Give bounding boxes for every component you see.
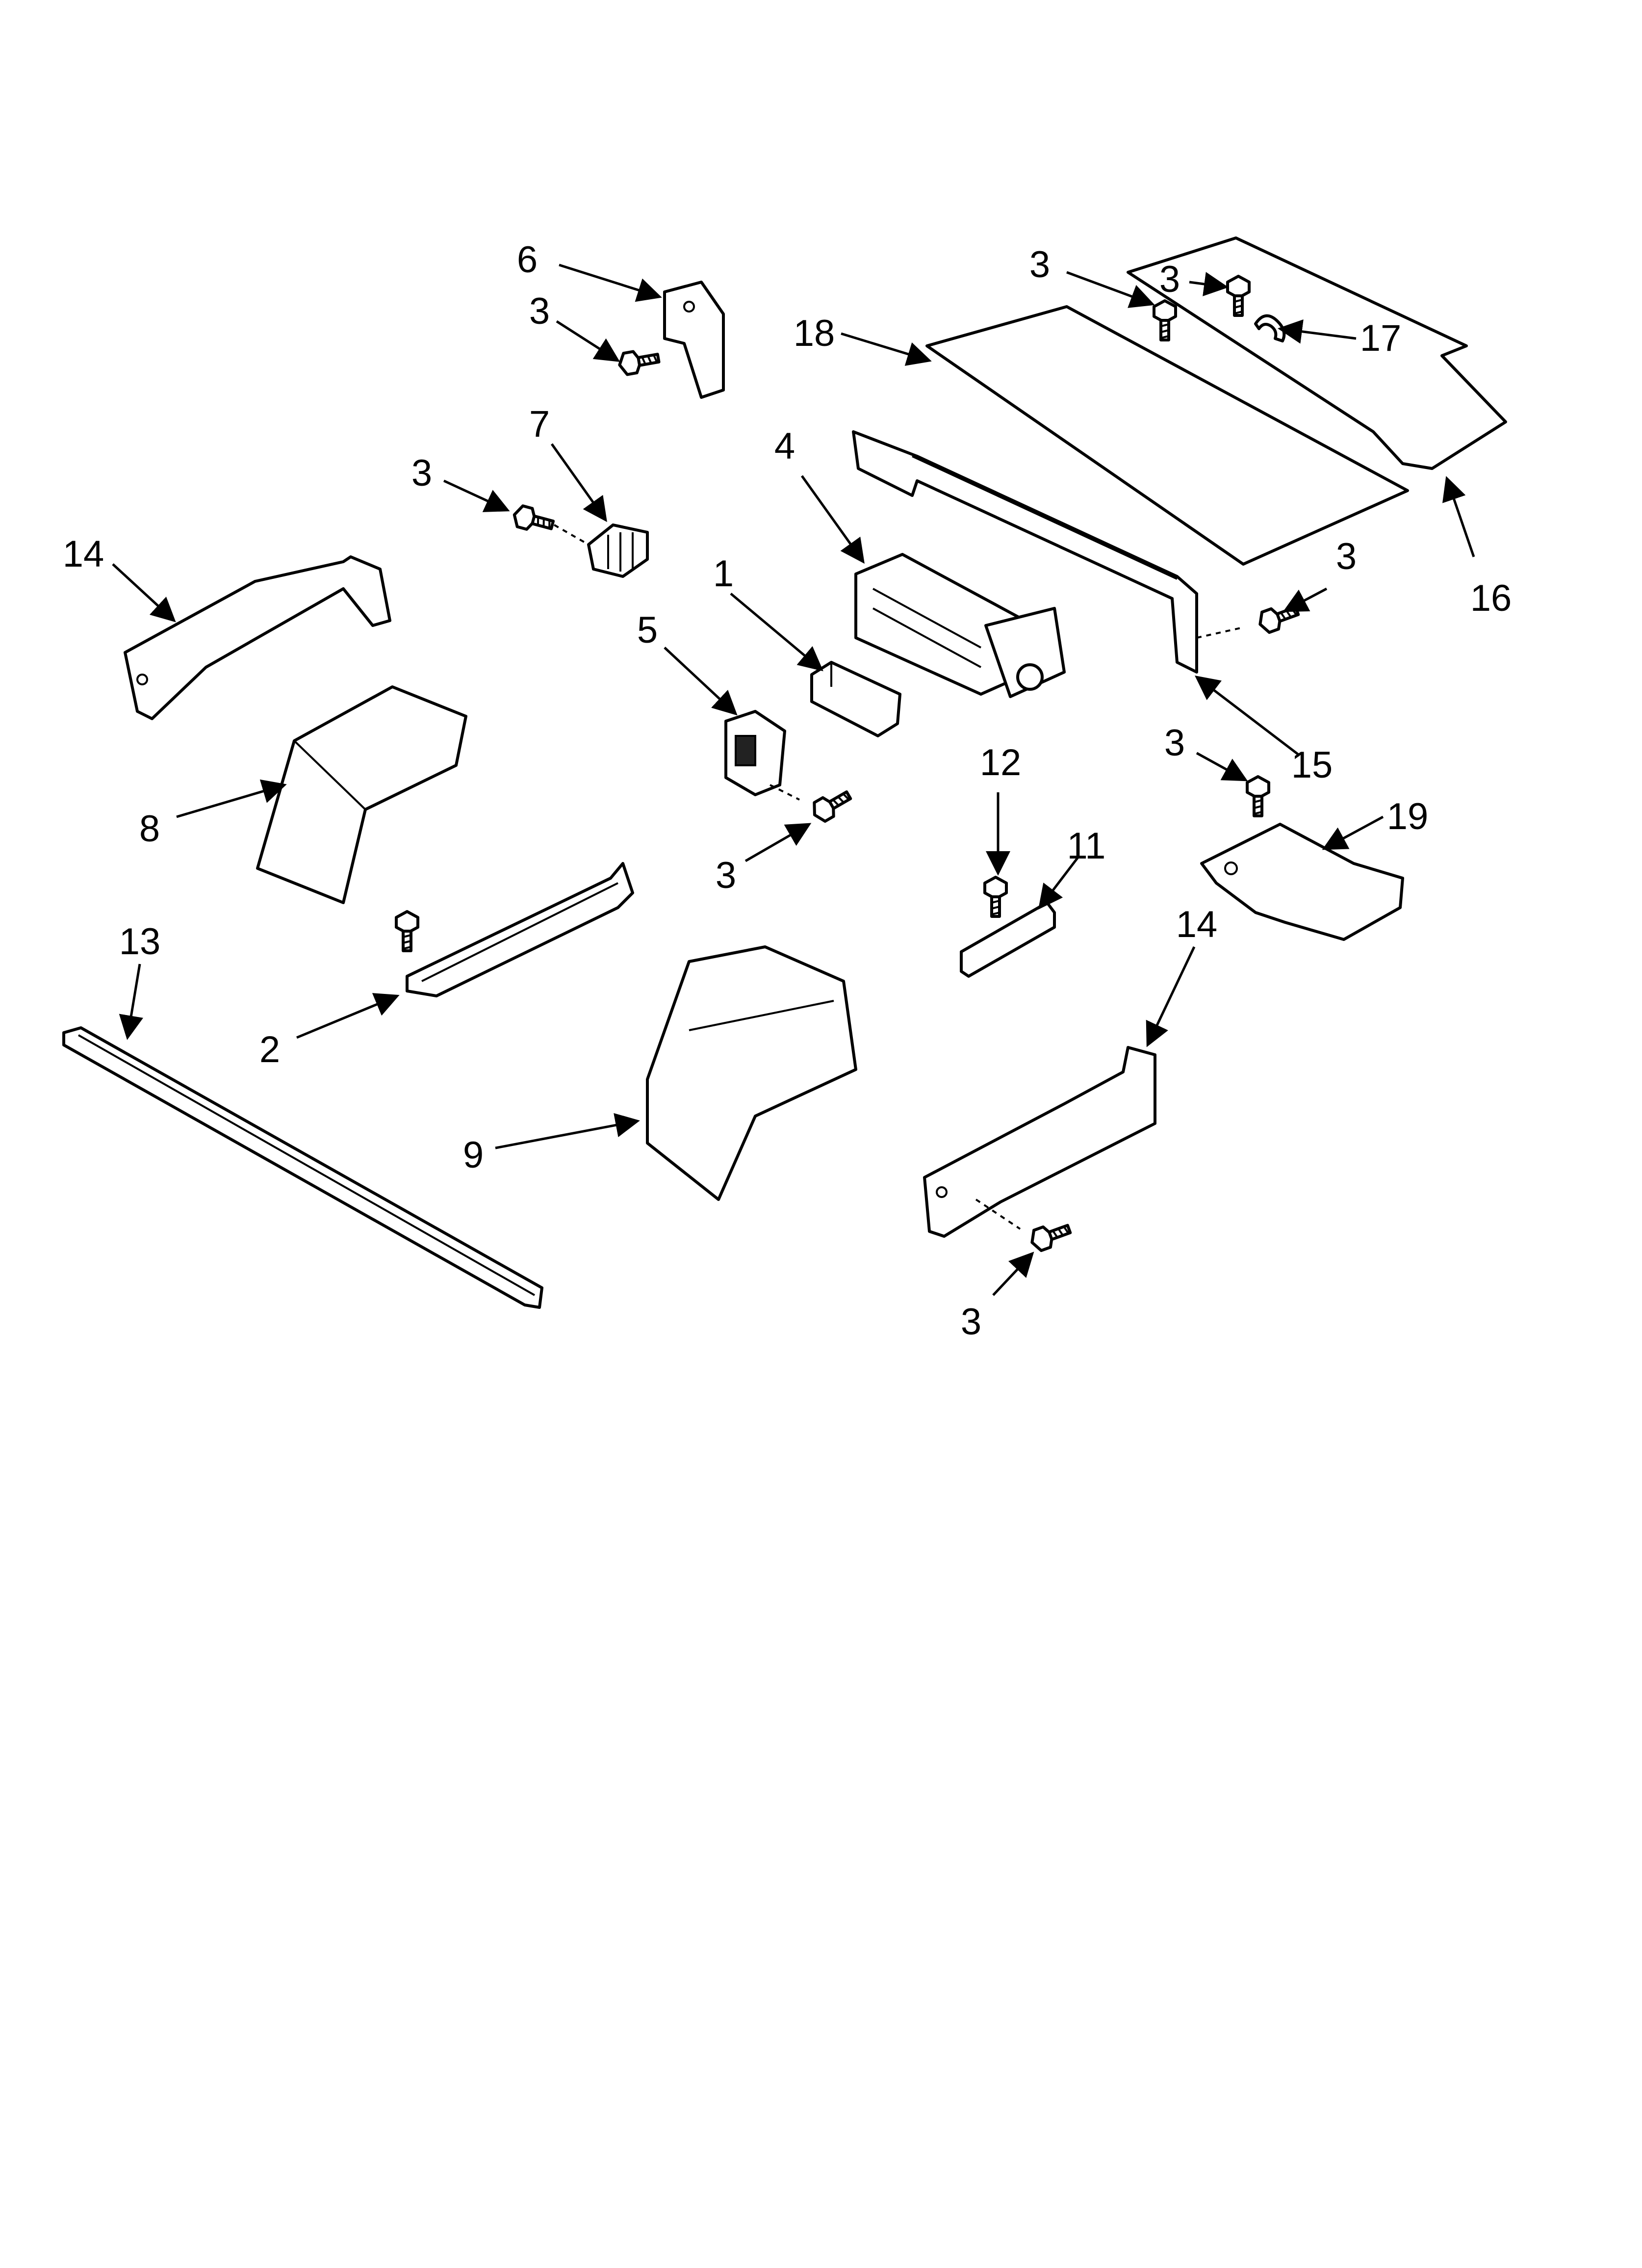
callout-3: 3 [961, 1301, 981, 1343]
callout-1: 1 [713, 553, 734, 595]
callout-13: 13 [119, 921, 161, 963]
part-18-top-cover [925, 305, 1409, 566]
screws [396, 276, 1301, 1252]
callout-19: 19 [1387, 796, 1429, 837]
callout-labels: 6 3 7 3 14 18 3 3 17 4 3 16 1 5 15 3 19 … [63, 239, 1512, 1343]
part-17-wire-clamp [1254, 314, 1286, 342]
part-13-long-strip [62, 1026, 543, 1309]
part-5-switch [724, 710, 786, 796]
callout-3: 3 [716, 855, 736, 896]
callout-5: 5 [637, 609, 658, 651]
callout-3: 3 [529, 290, 550, 332]
part-14-side-bracket-right [923, 1046, 1156, 1238]
callout-6: 6 [517, 239, 538, 281]
part-19-mounting-plate [1200, 823, 1404, 941]
part-7-transformer [587, 523, 649, 578]
callout-3: 3 [1159, 259, 1180, 300]
callout-3: 3 [1336, 536, 1357, 577]
leader-arrows [112, 263, 1475, 1296]
part-8-duct [256, 685, 467, 904]
callout-15: 15 [1291, 744, 1333, 786]
callout-8: 8 [139, 808, 160, 850]
callout-2: 2 [259, 1029, 280, 1070]
part-14-side-bracket-left [124, 555, 391, 720]
callout-14: 14 [1176, 904, 1218, 945]
callout-3: 3 [1164, 722, 1185, 764]
callout-12: 12 [980, 742, 1022, 783]
part-2-channel [406, 862, 634, 997]
part-9-deflector [646, 945, 857, 1201]
callout-17: 17 [1360, 317, 1402, 359]
callout-14: 14 [63, 533, 104, 575]
part-15-mounting-rail [852, 430, 1198, 674]
part-4-control-assembly [854, 553, 1066, 698]
callout-9: 9 [463, 1134, 484, 1176]
callout-3: 3 [411, 452, 432, 494]
part-1-terminal-block [810, 661, 901, 737]
callout-7: 7 [529, 403, 550, 445]
callout-11: 11 [1067, 825, 1106, 867]
callout-16: 16 [1470, 577, 1512, 619]
callout-18: 18 [794, 313, 835, 354]
part-11-terminal-strip [960, 901, 1056, 978]
callout-4: 4 [774, 425, 795, 467]
callout-3: 3 [1029, 244, 1050, 286]
part-6-bracket [663, 281, 725, 399]
